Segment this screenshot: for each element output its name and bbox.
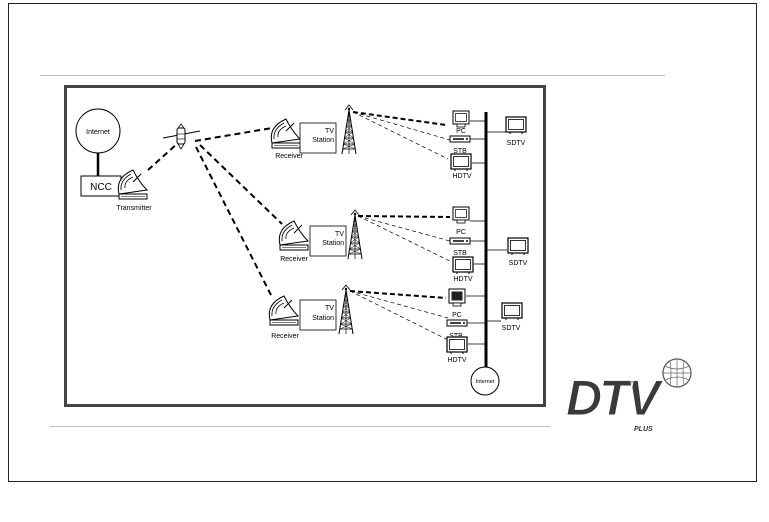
broadcast-tower-icon-3 [339,285,353,334]
pc-label-3: PC [452,312,462,319]
sdtv-label-1: SDTV [507,140,526,147]
sdtv-icon-3 [502,303,522,320]
sdtv-icon-2 [508,238,528,255]
pc-icon-2 [453,207,469,223]
hdtv-icon-1 [451,154,471,171]
transmitter-label: Transmitter [116,205,152,212]
sdtv-label-3: SDTV [502,325,521,332]
tv-station-3: TV Station [300,300,336,330]
hdtv-label-1: HDTV [452,173,471,180]
stb-icon-1 [450,136,470,142]
svg-text:Station: Station [312,137,334,144]
lan-drops-1 [470,121,507,163]
internet-cloud-bottom: Internet [471,367,499,395]
svg-text:Station: Station [312,315,334,322]
transmitter-dish-icon [118,170,147,199]
hdtv-label-3: HDTV [447,357,466,364]
receiver-label-2: Receiver [280,256,308,263]
hdtv-icon-2 [453,257,473,274]
broadcast-links-1 [353,112,450,159]
receiver-dish-icon-2 [279,221,308,250]
svg-text:Internet: Internet [476,379,495,385]
hdtv-icon-3 [447,337,467,354]
svg-text:NCC: NCC [90,182,112,193]
stb-icon-2 [450,238,470,244]
svg-text:Station: Station [322,240,344,247]
svg-text:DTV: DTV [566,370,664,426]
svg-text:PLUS: PLUS [634,426,653,433]
receiver-label-3: Receiver [271,333,299,340]
receiver-label-1: Receiver [275,153,303,160]
dtv-plus-logo: DTV PLUS [566,359,691,433]
lan-drops-3 [466,296,501,344]
broadcast-tower-icon-2 [348,210,362,259]
lan-drops-2 [470,221,507,264]
sdtv-icon-1 [506,117,526,134]
pc-label-2: PC [456,229,466,236]
svg-text:TV: TV [325,128,334,135]
ncc-box: NCC [81,176,121,196]
satellite-icon [163,124,200,149]
tv-station-1: TV Station [300,123,336,153]
hdtv-label-2: HDTV [453,276,472,283]
tv-station-2: TV Station [310,226,346,256]
svg-text:TV: TV [335,231,344,238]
broadcast-links-2 [358,216,452,262]
receiver-dish-icon-3 [269,296,298,325]
internet-cloud-top: Internet [76,109,120,153]
pc-icon-3 [449,289,465,306]
svg-text:Internet: Internet [86,129,110,136]
pc-icon-1 [453,111,469,127]
receiver-dish-icon-1 [271,119,300,148]
sdtv-label-2: SDTV [509,260,528,267]
pc-label-1: PC [456,128,466,135]
stb-icon-3 [447,320,467,326]
svg-text:TV: TV [325,305,334,312]
satellite-links [148,128,282,297]
broadcast-links-3 [350,291,448,340]
stb-label-2: STB [453,250,467,257]
